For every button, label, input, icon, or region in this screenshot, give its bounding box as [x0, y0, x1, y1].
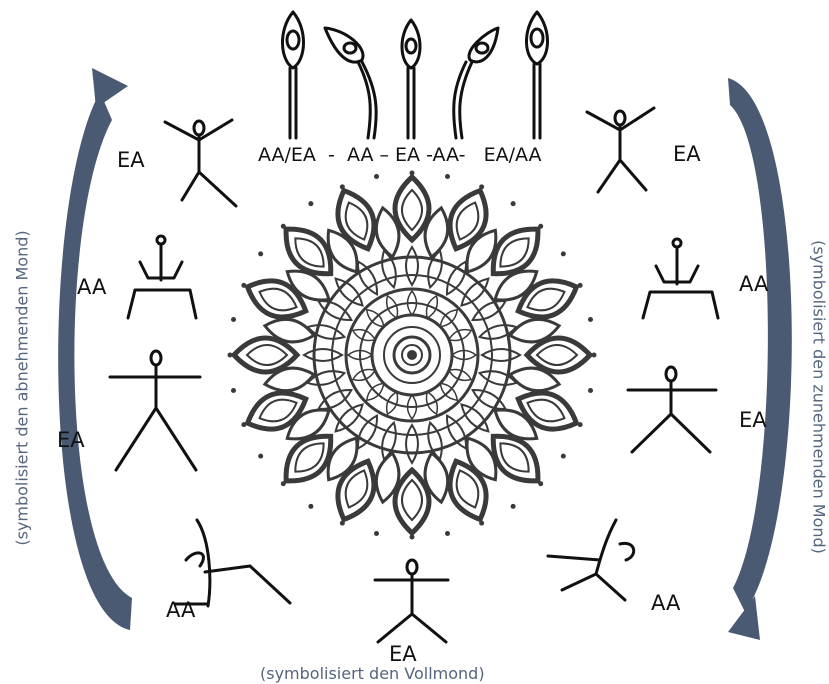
top-pose-2 — [325, 28, 376, 138]
label-right-upper-mid: AA — [739, 272, 768, 296]
top-pose-4 — [454, 28, 498, 138]
label-left-top: EA — [117, 148, 145, 172]
figure-left-bottom — [175, 520, 290, 606]
label-bottom-center: EA — [389, 642, 417, 666]
figure-right-bottom — [548, 520, 634, 600]
top-pose-1 — [282, 12, 303, 138]
figure-left-top — [165, 120, 236, 206]
figure-left-lower-mid — [110, 351, 200, 470]
top-pose-3 — [402, 20, 420, 138]
caption-waning-moon: (symbolisiert den abnehmenden Mond) — [13, 230, 32, 545]
label-right-bottom: AA — [651, 591, 680, 615]
label-right-top: EA — [673, 142, 701, 166]
label-left-upper-mid: AA — [77, 275, 106, 299]
figure-right-lower-mid — [628, 367, 716, 452]
label-left-bottom: AA — [166, 598, 195, 622]
label-right-lower-mid: EA — [739, 408, 767, 432]
figure-bottom-center — [375, 560, 448, 642]
figure-right-top — [587, 108, 654, 192]
figure-right-upper-mid — [643, 239, 718, 318]
top-pose-5 — [526, 12, 547, 138]
top-pose-sequence: AA/EA - AA – EA -AA- EA/AA — [258, 144, 542, 166]
figure-left-upper-mid — [128, 236, 196, 318]
caption-waxing-moon: (symbolisiert den zunehmenden Mond) — [810, 240, 829, 554]
label-left-lower-mid: EA — [57, 428, 85, 452]
caption-full-moon: (symbolisiert den Vollmond) — [260, 664, 485, 683]
